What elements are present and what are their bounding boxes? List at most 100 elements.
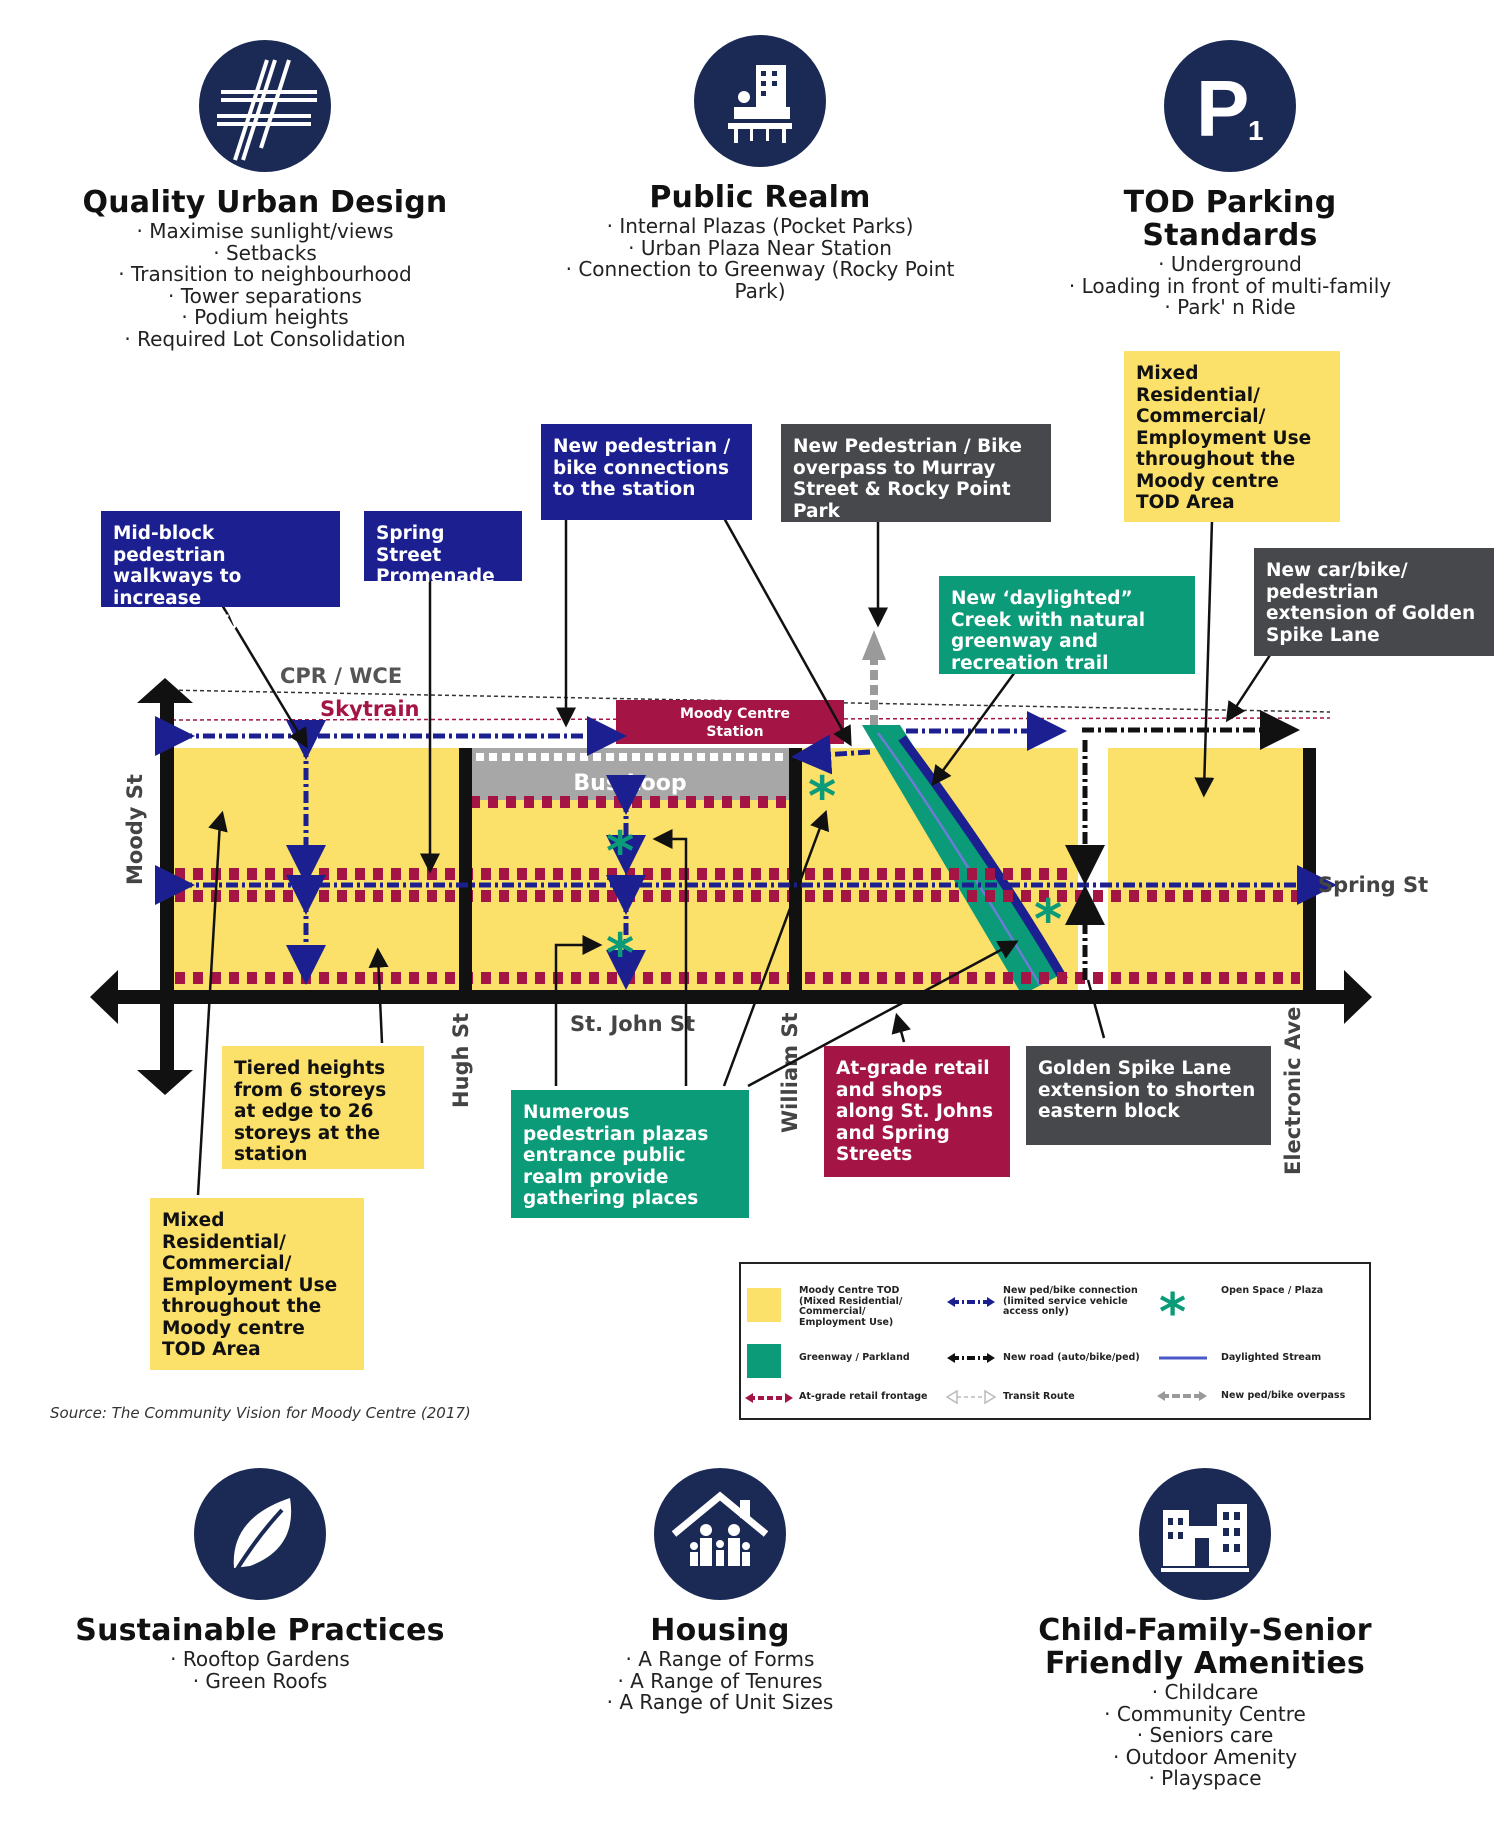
legend-symbol-ped-bike <box>947 1297 995 1307</box>
list-item: Childcare <box>975 1681 1435 1704</box>
feature-title: Child-Family-Senior Friendly Amenities <box>1038 1613 1372 1681</box>
callout-ped-bike-overpass: New Pedestrian / Bike overpass to Murray… <box>781 424 1051 522</box>
feature-list: Rooftop Gardens Green Roofs <box>70 1648 450 1693</box>
hugh-st-label: Hugh St <box>449 1013 473 1108</box>
legend-symbol-open-space: * <box>1159 1283 1186 1343</box>
list-item: Rooftop Gardens <box>70 1648 450 1671</box>
feature-list: A Range of Forms A Range of Tenures A Ra… <box>555 1648 885 1714</box>
feature-title: Quality Urban Design <box>82 185 448 220</box>
feature-child-family-senior: Child-Family-Senior Friendly Amenities C… <box>975 1468 1435 1790</box>
overpass-arrow <box>862 630 886 725</box>
list-item: Green Roofs <box>70 1670 450 1693</box>
callout-mixed-use-top: Mixed Residential/ Commercial/ Employmen… <box>1124 351 1340 522</box>
list-item: A Range of Unit Sizes <box>555 1691 885 1714</box>
list-item: Underground <box>1040 253 1420 276</box>
list-item: Park' n Ride <box>1040 296 1420 319</box>
feature-housing: Housing A Range of Forms A Range of Tenu… <box>555 1468 885 1714</box>
parking-letter: P <box>1196 64 1249 153</box>
callout-golden-spike-lane: Golden Spike Lane extension to shorten e… <box>1026 1046 1271 1145</box>
list-item: A Range of Tenures <box>555 1670 885 1693</box>
feature-public-realm: Public Realm Internal Plazas (Pocket Par… <box>555 35 965 302</box>
callout-at-grade-retail: At-grade retail and shops along St. John… <box>824 1046 1010 1177</box>
leaf-icon <box>194 1468 326 1600</box>
list-item: A Range of Forms <box>555 1648 885 1671</box>
new-road <box>1065 710 1300 980</box>
bus-loop-label: Bus Loop <box>573 771 686 796</box>
callout-mixed-use-bottom: Mixed Residential/ Commercial/ Employmen… <box>150 1198 364 1370</box>
moody-st-label: Moody St <box>123 774 147 885</box>
legend-swatch-tod <box>747 1288 781 1322</box>
list-item: Outdoor Amenity <box>975 1746 1435 1769</box>
feature-list: Underground Loading in front of multi-fa… <box>1040 253 1420 319</box>
list-item: Connection to Greenway (Rocky Point Park… <box>555 258 965 302</box>
source-note: Source: The Community Vision for Moody C… <box>50 1404 471 1422</box>
feature-tod-parking: P 1 TOD Parking Standards Underground Lo… <box>1040 40 1420 319</box>
feature-title: Housing <box>650 1613 790 1648</box>
electronic-ave-label: Electronic Ave <box>1281 1007 1305 1175</box>
parking-sub: 1 <box>1248 115 1264 146</box>
feature-list: Childcare Community Centre Seniors care … <box>975 1681 1435 1790</box>
callout-new-ped-bike-connections: New pedestrian / bike connections to the… <box>541 424 752 520</box>
legend-label: New road (auto/bike/ped) <box>1003 1352 1140 1363</box>
william-st-label: William St <box>778 1013 802 1133</box>
feature-title: Sustainable Practices <box>75 1613 445 1648</box>
legend-label: At-grade retail frontage <box>799 1391 928 1402</box>
list-item: Seniors care <box>975 1724 1435 1747</box>
ped-bike-connections <box>155 711 1337 990</box>
buildings-icon <box>1139 1468 1271 1600</box>
svg-text:*: * <box>606 922 634 985</box>
callout-spring-street-promenade: Spring Street Promenade <box>364 511 522 587</box>
list-item: Tower separations <box>80 285 450 308</box>
legend-label: Greenway / Parkland <box>799 1352 910 1363</box>
house-family-icon <box>654 1468 786 1600</box>
legend-label: Transit Route <box>1003 1391 1075 1402</box>
callout-tiered-heights: Tiered heights from 6 storeys at edge to… <box>222 1046 424 1169</box>
feature-list: Maximise sunlight/views Setbacks Transit… <box>80 220 450 351</box>
st-john-label: St. John St <box>570 1012 695 1036</box>
list-item: Maximise sunlight/views <box>80 220 450 243</box>
list-item: Loading in front of multi-family <box>1040 275 1420 298</box>
leader-lines <box>196 517 1274 1196</box>
svg-text:*: * <box>606 820 634 883</box>
skytrain-label: Skytrain <box>320 697 420 721</box>
streets <box>90 678 1372 1095</box>
legend-symbol-overpass <box>1157 1391 1207 1401</box>
legend: * Moody Centre TOD (Mixed Residential/ C… <box>739 1262 1371 1420</box>
legend-symbol-retail <box>745 1393 793 1403</box>
cpr-label: CPR / WCE <box>280 664 402 688</box>
list-item: Internal Plazas (Pocket Parks) <box>555 215 965 238</box>
feature-list: Internal Plazas (Pocket Parks) Urban Pla… <box>555 215 965 302</box>
callout-pedestrian-plazas: Numerous pedestrian plazas entrance publ… <box>511 1090 749 1218</box>
list-item: Setbacks <box>80 242 450 265</box>
feature-quality-urban-design: Quality Urban Design Maximise sunlight/v… <box>80 40 450 350</box>
list-item: Playspace <box>975 1767 1435 1790</box>
legend-label: Daylighted Stream <box>1221 1352 1322 1363</box>
legend-swatch-greenway <box>747 1344 781 1378</box>
list-item: Urban Plaza Near Station <box>555 237 965 260</box>
callout-midblock-walkways: Mid-block pedestrian walkways to increas… <box>101 511 340 630</box>
list-item: Transition to neighbourhood <box>80 263 450 286</box>
parking-p1-icon: P 1 <box>1164 40 1296 172</box>
list-item: Required Lot Consolidation <box>80 328 450 351</box>
legend-label: Open Space / Plaza <box>1221 1285 1324 1296</box>
legend-symbol-new-road <box>947 1353 995 1363</box>
greenway <box>862 725 1060 995</box>
feature-title: Public Realm <box>649 180 871 215</box>
svg-text:*: * <box>1034 888 1062 951</box>
urban-grid-icon <box>199 40 331 172</box>
callout-daylighted-creek: New ‘daylighted” Creek with natural gree… <box>939 576 1195 674</box>
feature-title: TOD Parking Standards <box>1123 185 1337 253</box>
callout-golden-spike-extension: New car/bike/ pedestrian extension of Go… <box>1254 548 1494 656</box>
station-label-2: Station <box>706 724 763 740</box>
feature-sustainable-practices: Sustainable Practices Rooftop Gardens Gr… <box>70 1468 450 1692</box>
station-label-1: Moody Centre <box>680 706 790 722</box>
legend-label: Moody Centre TOD (Mixed Residential/ Com… <box>799 1285 903 1328</box>
legend-symbol-transit <box>945 1389 997 1405</box>
list-item: Community Centre <box>975 1703 1435 1726</box>
legend-label: New ped/bike overpass <box>1221 1390 1346 1401</box>
plaza-people-icon <box>694 35 826 167</box>
spring-st-label: Spring St <box>1318 873 1428 897</box>
list-item: Podium heights <box>80 306 450 329</box>
legend-label: New ped/bike connection (limited service… <box>1003 1285 1138 1317</box>
